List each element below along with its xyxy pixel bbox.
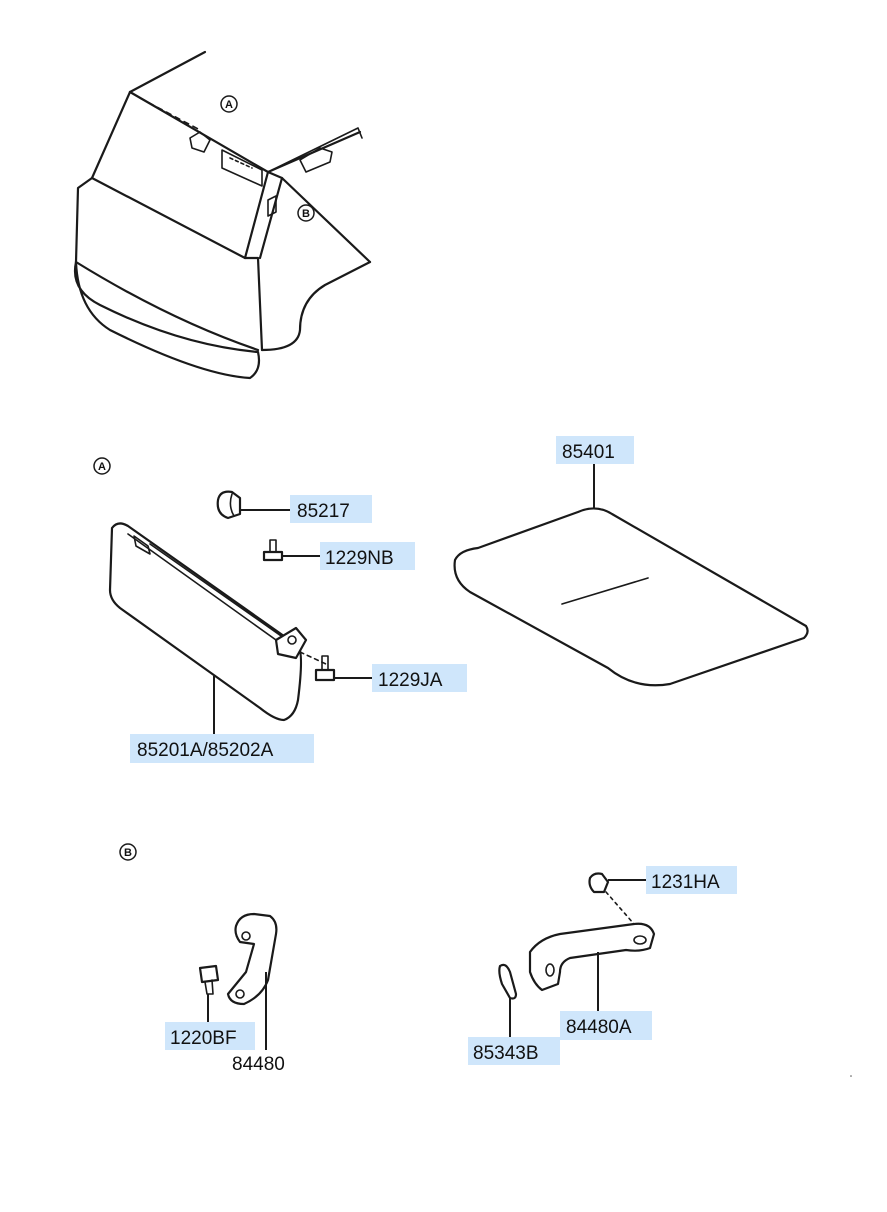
label-84480: 84480 [232, 1054, 285, 1075]
callout-b-marker: B [119, 843, 137, 861]
screw-1231ha [588, 872, 652, 925]
label-1229nb: 1229NB [325, 548, 394, 569]
svg-text:B: B [302, 208, 310, 220]
grab-handle-84480a [528, 922, 656, 1012]
clip-85217 [216, 490, 294, 520]
sun-visor-85201a [108, 522, 308, 737]
label-85401: 85401 [562, 442, 615, 463]
scan-dot [850, 1075, 852, 1077]
label-85343b: 85343B [473, 1043, 539, 1064]
label-1231ha: 1231HA [651, 872, 720, 893]
label-84480a: 84480A [566, 1017, 632, 1038]
svg-text:B: B [124, 847, 132, 859]
svg-text:A: A [225, 99, 233, 111]
screw-1229ja [299, 651, 378, 682]
label-85201a-85202a: 85201A/85202A [137, 740, 274, 761]
vehicle-overview [73, 50, 372, 380]
screw-1229nb [262, 539, 322, 562]
label-85217: 85217 [297, 501, 350, 522]
callout-b-marker-top: B [297, 204, 315, 222]
label-1229ja: 1229JA [378, 670, 443, 691]
bracket-84480 [226, 912, 278, 1050]
mat-85401 [453, 464, 809, 687]
bolt-1220bf [198, 964, 220, 1024]
callout-a-marker-top: A [220, 95, 238, 113]
cover-85343b [498, 963, 518, 1038]
label-1220bf: 1220BF [170, 1028, 237, 1049]
callout-a-marker: A [93, 457, 111, 475]
svg-text:A: A [98, 461, 106, 473]
